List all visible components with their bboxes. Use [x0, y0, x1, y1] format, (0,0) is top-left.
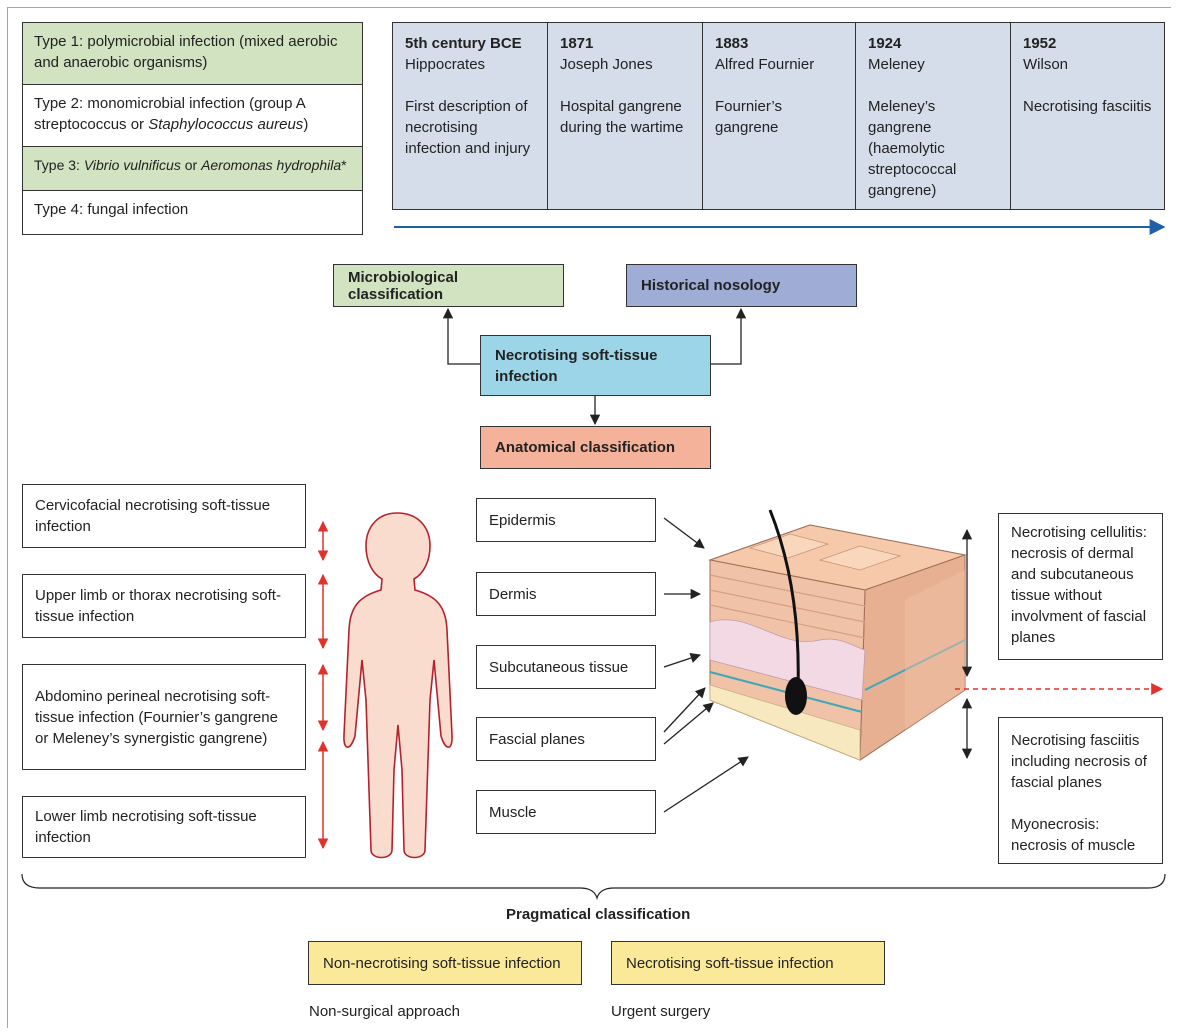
region-upper-limb-box: Upper limb or thorax necrotising soft-ti…	[22, 574, 306, 638]
layer-label: Muscle	[489, 803, 537, 821]
microbiological-classification-label: Microbiological classification	[348, 268, 459, 303]
microbiological-classification-box: Microbiological classification	[333, 264, 564, 307]
layer-label: Dermis	[489, 585, 537, 603]
pragmatical-classification-title: Pragmatical classification	[506, 906, 691, 923]
timeline-name: Hippocrates	[405, 56, 486, 73]
necrotising-fasciitis-text: Necrotising fasciitis including necrosis…	[1011, 732, 1147, 791]
anatomical-classification-box: Anatomical classification	[480, 426, 711, 469]
muscle-arrow	[663, 756, 749, 813]
nsti-central-box: Necrotising soft-tissue infection	[480, 335, 711, 396]
type-3-suffix: *	[341, 157, 347, 173]
necrotising-label: Necrotising soft-tissue infection	[626, 954, 834, 972]
figure-frame	[7, 7, 1171, 1028]
region-label: Cervicofacial necrotising soft-tissue in…	[35, 497, 271, 535]
timeline-name: Wilson	[1023, 56, 1069, 73]
layer-label: Subcutaneous tissue	[489, 658, 629, 676]
region-label: Upper limb or thorax necrotising soft-ti…	[35, 587, 281, 625]
historical-nosology-box: Historical nosology	[626, 264, 857, 307]
human-silhouette	[343, 512, 453, 859]
timeline-year: 1952	[1023, 35, 1057, 52]
region-lower-limb-box: Lower limb necrotising soft-tissue infec…	[22, 796, 306, 858]
region-cervicofacial-box: Cervicofacial necrotising soft-tissue in…	[22, 484, 306, 548]
type-3-mid: or	[180, 157, 202, 173]
timeline-year: 5th century BCE	[405, 35, 522, 52]
nsti-central-label: Necrotising soft-tissue infection	[495, 346, 658, 385]
timeline-year: 1871	[560, 35, 594, 52]
region-abdomino-perineal-box: Abdomino perineal necrotising soft-tissu…	[22, 664, 306, 770]
anatomical-classification-label: Anatomical classification	[495, 439, 676, 456]
myonecrosis-text: Myonecrosis: necrosis of muscle	[1011, 816, 1136, 854]
connector-to-historical	[711, 307, 747, 365]
pragmatic-brace	[21, 873, 1166, 901]
necrotising-box: Necrotising soft-tissue infection	[611, 941, 885, 985]
timeline-entry: 1883 Alfred Fournier Fournier’s gangrene	[703, 23, 856, 209]
layer-fascial-planes-box: Fascial planes	[476, 717, 656, 761]
layer-subcutaneous-box: Subcutaneous tissue	[476, 645, 656, 689]
historical-nosology-label: Historical nosology	[641, 277, 781, 294]
type-3-organism-1: Vibrio vulnificus	[83, 157, 181, 173]
layer-epidermis-box: Epidermis	[476, 498, 656, 542]
fascial-arrow-1	[663, 687, 706, 733]
skin-cross-section	[708, 509, 967, 761]
historical-timeline: 5th century BCE Hippocrates First descri…	[392, 22, 1165, 210]
fascial-arrow-2	[663, 702, 714, 745]
type-1-box: Type 1: polymicrobial infection (mixed a…	[22, 22, 363, 85]
timeline-entry: 5th century BCE Hippocrates First descri…	[393, 23, 548, 209]
timeline-entry: 1952 Wilson Necrotising fasciitis	[1011, 23, 1164, 209]
type-2-prefix: Type 2: monomicrobial infection (group A…	[34, 95, 305, 133]
layer-label: Epidermis	[489, 511, 556, 529]
connector-to-microbiological	[442, 307, 480, 365]
type-2-suffix: )	[303, 116, 309, 133]
timeline-year: 1883	[715, 35, 749, 52]
epidermis-arrow	[663, 517, 705, 549]
subcutaneous-arrow	[663, 653, 701, 668]
region-label: Lower limb necrotising soft-tissue infec…	[35, 808, 257, 846]
timeline-name: Meleney	[868, 56, 925, 73]
urgent-surgery-text: Urgent surgery	[611, 1003, 711, 1020]
type-2-organism: Staphylococcus aureus	[148, 116, 304, 133]
timeline-description: Meleney’s gangrene (haemolytic streptoco…	[868, 98, 957, 199]
type-4-text: Type 4: fungal infection	[34, 201, 189, 218]
type-3-prefix: Type 3:	[34, 157, 84, 173]
timeline-name: Joseph Jones	[560, 56, 653, 73]
fasciitis-myonecrosis-box: Necrotising fasciitis including necrosis…	[998, 717, 1163, 864]
type-2-box: Type 2: monomicrobial infection (group A…	[22, 84, 363, 147]
type-3-organism-2: Aeromonas hydrophila	[201, 157, 342, 173]
layer-muscle-box: Muscle	[476, 790, 656, 834]
region-label: Abdomino perineal necrotising soft-tissu…	[35, 687, 278, 747]
timeline-description: First description of necrotising infecti…	[405, 98, 531, 157]
layer-label: Fascial planes	[489, 730, 585, 748]
timeline-description: Fournier’s gangrene	[715, 98, 782, 136]
necrotising-cellulitis-text: Necrotising cellulitis: necrosis of derm…	[1011, 524, 1147, 646]
timeline-description: Necrotising fasciitis	[1023, 98, 1152, 115]
timeline-description: Hospital gangrene during the wartime	[560, 98, 684, 136]
timeline-year: 1924	[868, 35, 902, 52]
non-surgical-approach-text: Non-surgical approach	[309, 1003, 460, 1020]
non-necrotising-box: Non-necrotising soft-tissue infection	[308, 941, 582, 985]
timeline-name: Alfred Fournier	[715, 56, 815, 73]
layer-dermis-box: Dermis	[476, 572, 656, 616]
type-4-box: Type 4: fungal infection	[22, 190, 363, 235]
non-necrotising-label: Non-necrotising soft-tissue infection	[323, 954, 561, 972]
necrotising-cellulitis-box: Necrotising cellulitis: necrosis of derm…	[998, 513, 1163, 660]
timeline-entry: 1871 Joseph Jones Hospital gangrene duri…	[548, 23, 703, 209]
type-1-text: Type 1: polymicrobial infection (mixed a…	[34, 33, 338, 71]
timeline-entry: 1924 Meleney Meleney’s gangrene (haemoly…	[856, 23, 1011, 209]
